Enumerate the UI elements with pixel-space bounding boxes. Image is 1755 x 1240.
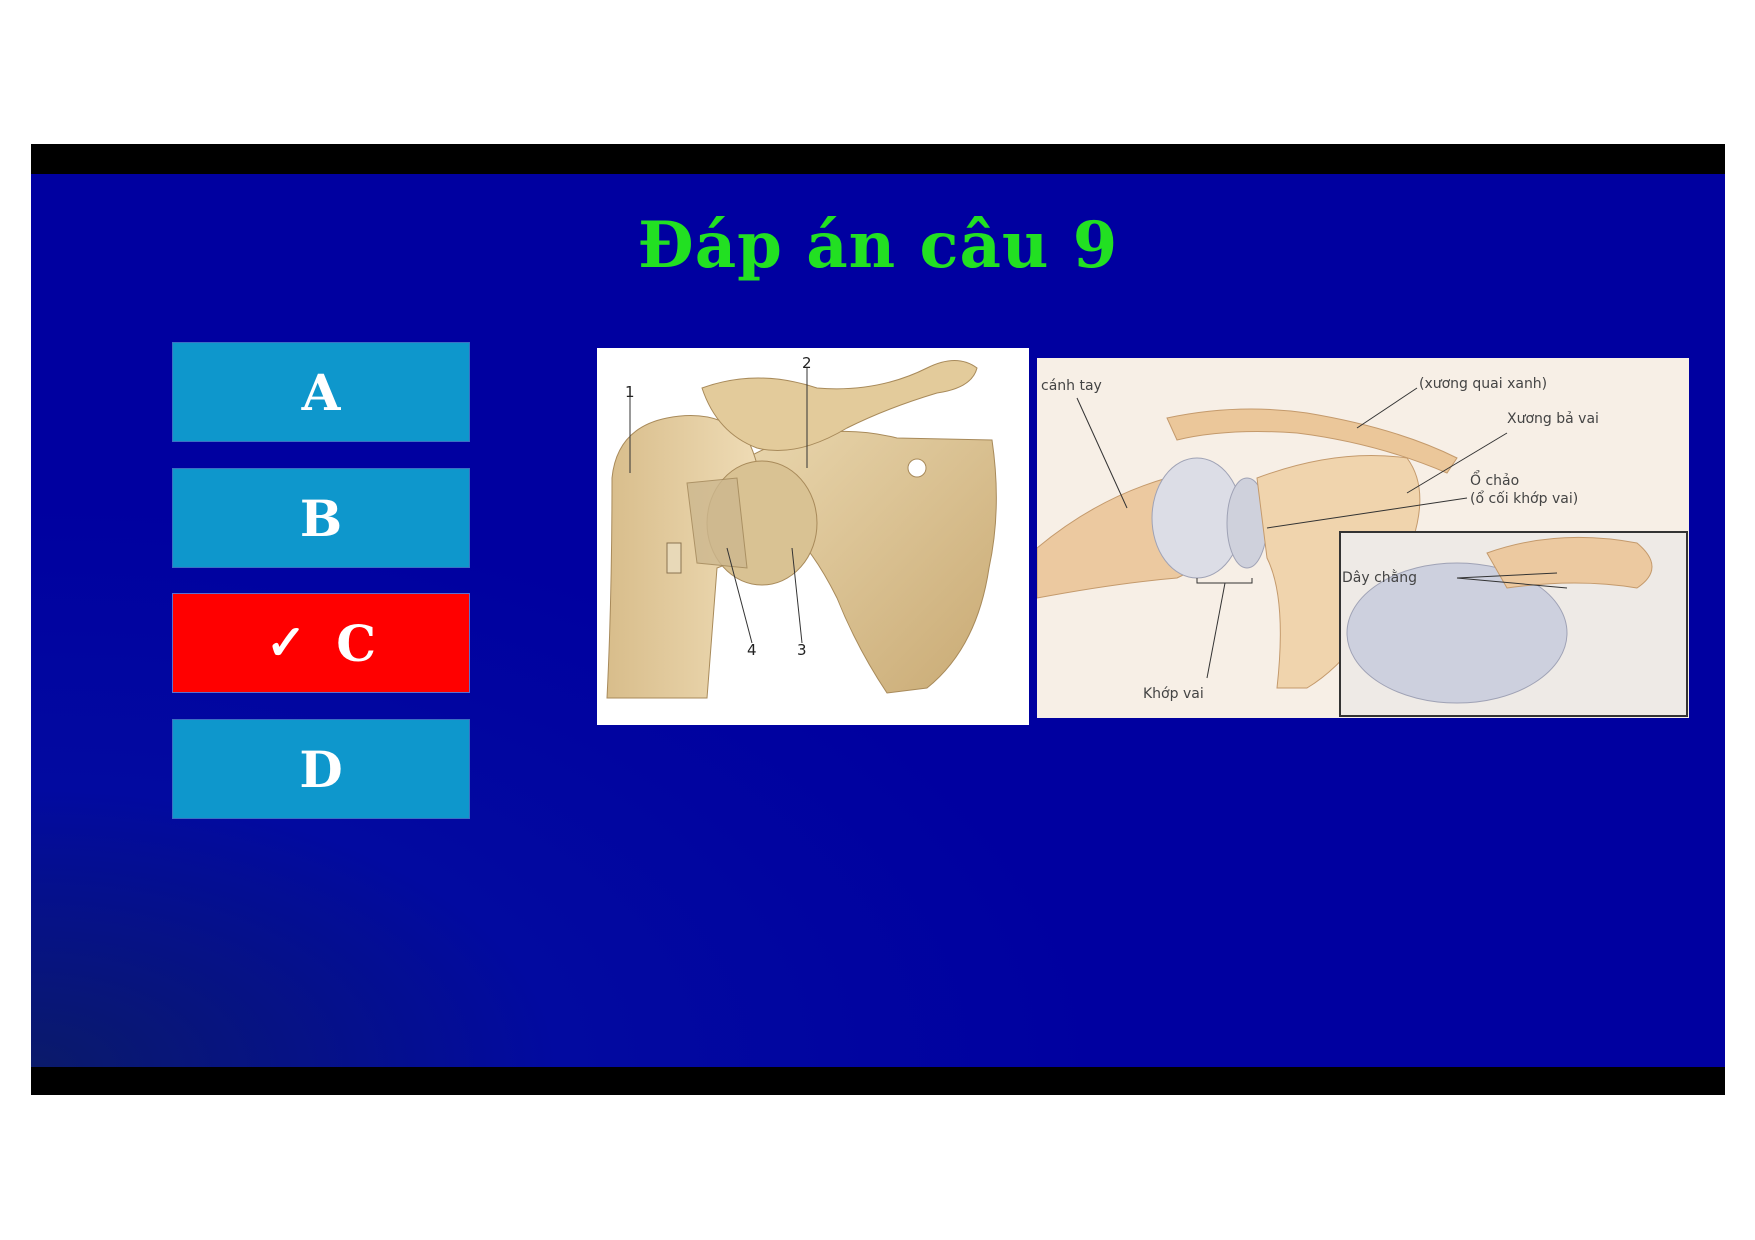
slide-title: Đáp án câu 9 xyxy=(637,208,1119,283)
label-day-chang: Dây chằng xyxy=(1342,570,1418,586)
option-label: A xyxy=(301,362,341,422)
shoulder-diagram-image: cánh tay (xương quai xanh) Xương bả vai … xyxy=(1036,358,1689,718)
shoulder-anatomy-image: 1 2 3 4 xyxy=(597,348,1029,725)
label-o-chao: Ổ chảo xyxy=(1470,473,1520,489)
option-d-button[interactable]: D xyxy=(172,719,470,819)
label-xuong-ba-vai: Xương bả vai xyxy=(1507,411,1599,427)
label-xuong-quai-xanh: (xương quai xanh) xyxy=(1419,376,1548,392)
figure-label-1: 1 xyxy=(625,383,635,401)
option-label: C xyxy=(336,613,376,673)
slide: Đáp án câu 9 A B ✓ C D xyxy=(31,174,1725,1067)
label-khop-vai: Khớp vai xyxy=(1143,686,1204,702)
shoulder-joint-drawing xyxy=(1036,358,1689,718)
option-b-button[interactable]: B xyxy=(172,468,470,568)
check-icon: ✓ xyxy=(265,615,307,671)
label-canh-tay: cánh tay xyxy=(1041,378,1102,394)
figure-label-2: 2 xyxy=(802,354,812,372)
figure-label-4: 4 xyxy=(747,641,757,659)
option-label: D xyxy=(299,739,343,799)
option-c-button[interactable]: ✓ C xyxy=(172,593,470,693)
option-label: B xyxy=(299,488,343,548)
shoulder-bones-drawing xyxy=(606,360,997,699)
label-o-coi: (ổ cối khớp vai) xyxy=(1470,491,1579,507)
option-a-button[interactable]: A xyxy=(172,342,470,442)
figure-label-3: 3 xyxy=(797,641,807,659)
